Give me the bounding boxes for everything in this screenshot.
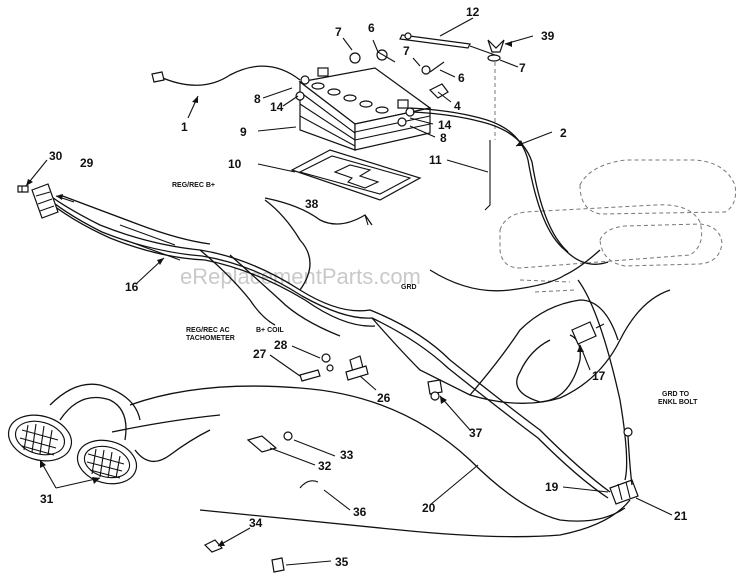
ground-connector <box>609 427 639 505</box>
callout-14b: 14 <box>438 118 452 132</box>
callout-39: 39 <box>541 29 555 43</box>
callout-2: 2 <box>560 126 567 140</box>
callout-28: 28 <box>274 338 288 352</box>
callout-4: 4 <box>454 99 461 113</box>
callout-19: 19 <box>545 480 559 494</box>
callout-38: 38 <box>305 197 319 211</box>
label-reg-rec-b: REG/REC B+ <box>172 182 215 189</box>
callout-27: 27 <box>253 347 267 361</box>
label-b-coil: B+ COIL <box>256 327 285 334</box>
callout-29: 29 <box>80 156 94 170</box>
lights <box>7 383 631 538</box>
callout-8b: 8 <box>440 131 447 145</box>
callout-7c: 7 <box>519 61 526 75</box>
hold-down-strap <box>399 32 505 62</box>
label-reg-rec-ac: REG/REC AC <box>186 327 230 334</box>
callout-20: 20 <box>422 501 436 515</box>
callout-6a: 6 <box>368 21 375 35</box>
cable-terminal <box>151 71 165 83</box>
leader-lines <box>25 17 673 566</box>
main-wiring-harness <box>39 187 671 499</box>
callout-7b: 7 <box>403 44 410 58</box>
callout-6b: 6 <box>458 71 465 85</box>
callout-33: 33 <box>340 448 354 462</box>
light-left <box>7 414 73 462</box>
arrowheads <box>26 41 584 546</box>
label-grd-to: GRD TO <box>662 391 690 398</box>
label-grd: GRD <box>401 284 417 291</box>
callout-10: 10 <box>228 157 242 171</box>
callout-31: 31 <box>40 492 54 506</box>
connector-plug <box>17 183 59 219</box>
callout-11: 11 <box>429 153 442 167</box>
callout-37: 37 <box>469 426 483 440</box>
callout-8a: 8 <box>254 92 261 106</box>
callout-17: 17 <box>592 369 606 383</box>
engine-outline <box>499 159 736 293</box>
callout-32: 32 <box>318 459 332 473</box>
watermark: eReplacementParts.com <box>180 264 421 289</box>
callout-36: 36 <box>353 505 367 519</box>
callout-26: 26 <box>377 391 391 405</box>
light-right <box>76 439 138 485</box>
callout-1: 1 <box>181 120 188 134</box>
battery-tray <box>290 149 422 201</box>
small-parts <box>203 353 443 573</box>
callout-14a: 14 <box>270 100 284 114</box>
callout-30: 30 <box>49 149 63 163</box>
callout-7a: 7 <box>335 25 342 39</box>
battery-cable-positive <box>409 107 609 265</box>
callout-16: 16 <box>125 280 139 294</box>
label-enkl-bolt: ENKL BOLT <box>658 399 698 406</box>
callout-12: 12 <box>466 5 480 19</box>
battery <box>298 67 432 151</box>
solenoid <box>571 321 605 345</box>
callout-35: 35 <box>335 555 349 569</box>
callout-34: 34 <box>249 516 263 530</box>
hold-down-rod <box>484 62 496 211</box>
reg-rec-cable <box>264 197 373 226</box>
callout-21: 21 <box>674 509 688 523</box>
label-tachometer: TACHOMETER <box>186 335 235 342</box>
battery-cable-negative <box>157 65 301 86</box>
callout-9: 9 <box>240 125 247 139</box>
